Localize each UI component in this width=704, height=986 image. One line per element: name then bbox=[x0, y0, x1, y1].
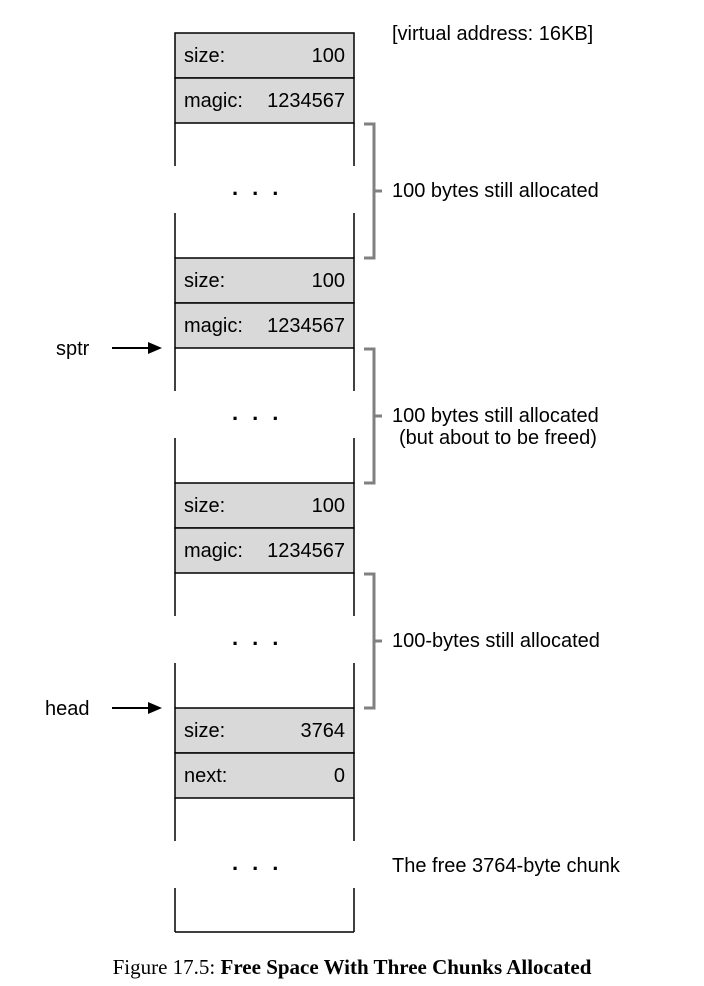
chunk2-magic-key: magic: bbox=[184, 315, 243, 337]
chunk2-size-value: 100 bbox=[311, 270, 345, 292]
head-label: head bbox=[45, 698, 90, 720]
chunk3-magic-cell bbox=[174, 527, 355, 574]
chunk3-magic-key: magic: bbox=[184, 540, 243, 562]
chunk1-magic-cell bbox=[174, 77, 355, 124]
chunk2-annotation-line1: 100 bytes still allocated bbox=[392, 405, 599, 427]
chunk2-size-key: size: bbox=[184, 270, 226, 292]
chunk1-annotation: 100 bytes still allocated bbox=[392, 180, 599, 202]
chunk3-annotation: 100-bytes still allocated bbox=[392, 630, 600, 652]
free-ellipsis: ... bbox=[232, 850, 293, 875]
chunk2-magic-cell bbox=[174, 302, 355, 349]
chunk1-magic-key: magic: bbox=[184, 90, 243, 112]
chunk1-size-cell bbox=[174, 32, 355, 79]
chunk3-size-value: 100 bbox=[311, 495, 345, 517]
caption-prefix: Figure 17.5: bbox=[112, 955, 216, 979]
free-size-key: size: bbox=[184, 720, 226, 742]
chunk2-size-cell bbox=[174, 257, 355, 304]
brackets bbox=[364, 122, 382, 710]
bracket-chunk3 bbox=[364, 572, 376, 710]
bracket-chunk2 bbox=[364, 347, 376, 485]
free-next-cell bbox=[174, 752, 355, 799]
chunk1-ellipsis: ... bbox=[232, 175, 293, 200]
chunk3-magic-value: 1234567 bbox=[267, 540, 345, 562]
free-next-key: next: bbox=[184, 765, 228, 787]
chunk2-ellipsis: ... bbox=[232, 400, 293, 425]
free-chunk-annotation: The free 3764-byte chunk bbox=[392, 855, 620, 877]
chunk1-magic-value: 1234567 bbox=[267, 90, 345, 112]
chunk3-size-key: size: bbox=[184, 495, 226, 517]
head-arrow bbox=[112, 702, 162, 714]
bracket-chunk1 bbox=[364, 122, 376, 260]
free-next-value: 0 bbox=[333, 765, 345, 787]
chunk3-ellipsis: ... bbox=[232, 625, 293, 650]
chunk2-annotation-line2: (but about to be freed) bbox=[399, 427, 597, 449]
free-size-value: 3764 bbox=[300, 720, 346, 742]
sptr-label: sptr bbox=[56, 338, 90, 360]
caption-title: Free Space With Three Chunks Allocated bbox=[220, 955, 592, 979]
virtual-address-label: [virtual address: 16KB] bbox=[392, 23, 594, 45]
chunk2-magic-value: 1234567 bbox=[267, 315, 345, 337]
chunk1-size-key: size: bbox=[184, 45, 226, 67]
chunk1-size-value: 100 bbox=[311, 45, 345, 67]
region-walls bbox=[174, 123, 355, 933]
sptr-arrow bbox=[112, 342, 162, 354]
figure-caption: Figure 17.5: Free Space With Three Chunk… bbox=[0, 955, 704, 979]
